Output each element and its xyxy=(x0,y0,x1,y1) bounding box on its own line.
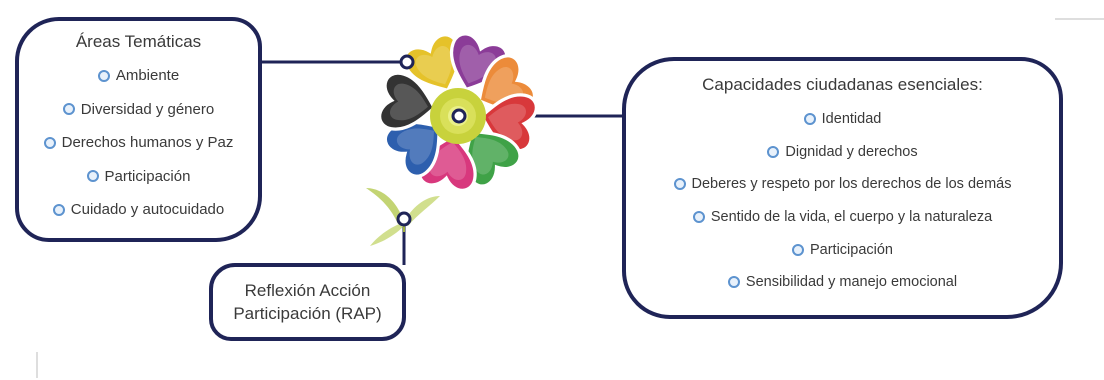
list-item: Identidad xyxy=(803,103,881,136)
rap-box: Reflexión Acción Participación (RAP) xyxy=(209,263,406,341)
bullet-icon xyxy=(791,243,804,256)
list-item: Diversidad y género xyxy=(62,93,214,127)
bullet-icon xyxy=(803,113,816,126)
areas-tematicas-title: Áreas Temáticas xyxy=(75,32,202,51)
list-item: Cuidado y autocuidado xyxy=(52,193,224,227)
list-item: Participación xyxy=(86,160,190,194)
flower-petals xyxy=(378,32,538,192)
bullet-icon xyxy=(727,276,740,289)
bullet-icon xyxy=(767,145,780,158)
list-item: Sensibilidad y manejo emocional xyxy=(727,266,957,299)
bullet-icon xyxy=(692,211,705,224)
heart-petal-highlight xyxy=(472,136,509,175)
connector-knots xyxy=(396,54,467,227)
rap-line-1: Reflexión Acción xyxy=(244,281,371,300)
capacidades-box: Capacidades ciudadanas esenciales: Ident… xyxy=(622,57,1063,319)
list-item: Ambiente xyxy=(97,59,179,93)
list-item: Participación xyxy=(791,233,893,266)
bottom-left-tick xyxy=(36,352,38,378)
bullet-icon xyxy=(62,103,75,116)
knot-bottom-icon xyxy=(396,211,412,227)
rap-line-2: Participación (RAP) xyxy=(233,304,382,323)
capacidades-title: Capacidades ciudadanas esenciales: xyxy=(702,75,983,94)
list-item: Dignidad y derechos xyxy=(767,136,918,169)
bullet-icon xyxy=(673,178,686,191)
heart-petal-highlight xyxy=(488,103,526,141)
top-right-divider xyxy=(1055,18,1104,20)
heart-petal-highlight xyxy=(390,83,428,121)
list-item: Deberes y respeto por los derechos de lo… xyxy=(673,168,1011,201)
list-item: Sentido de la vida, el cuerpo y la natur… xyxy=(692,201,992,234)
heart-petal-highlight xyxy=(396,128,434,165)
bullet-icon xyxy=(97,69,110,82)
heart-petal-highlight xyxy=(415,45,453,85)
bullet-icon xyxy=(52,203,65,216)
knot-center-icon xyxy=(451,108,467,124)
knot-left-icon xyxy=(399,54,415,70)
areas-tematicas-box: Áreas Temáticas Ambiente Diversidad y gé… xyxy=(15,17,262,242)
bullet-icon xyxy=(86,170,99,183)
heart-petal-icon xyxy=(378,71,437,131)
bullet-icon xyxy=(43,136,56,149)
list-item: Derechos humanos y Paz xyxy=(43,126,233,160)
